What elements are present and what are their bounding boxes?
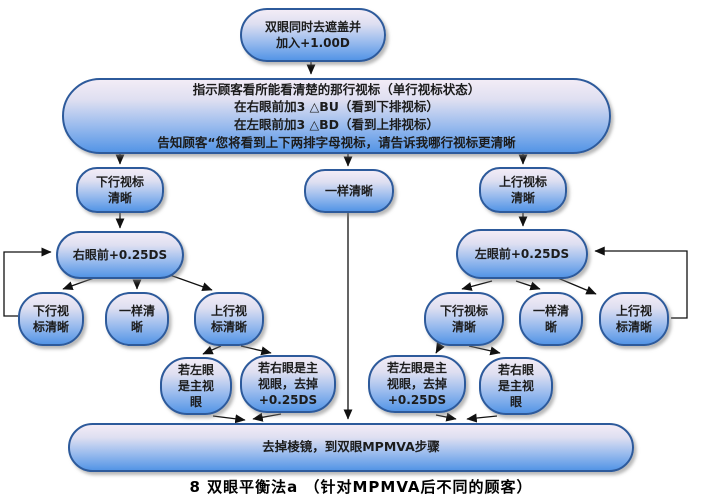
node-right-lower-clear: 下行视标 清晰 (424, 292, 504, 346)
node-right-if-left-dominant-label: 若左眼是主 视眼，去掉 +0.25DS (386, 360, 447, 408)
node-right-eye-add: 右眼前+0.25DS (56, 231, 184, 279)
node-final: 去掉棱镜，到双眼MPMVA步骤 (68, 423, 634, 472)
node-left-if-right-dominant: 若右眼是主 视眼，去掉 +0.25DS (240, 355, 336, 413)
node-final-label: 去掉棱镜，到双眼MPMVA步骤 (262, 439, 440, 455)
node-right-same-clear-label: 一样清 晰 (532, 303, 569, 334)
node-left-lower-clear-label: 下行视 标清晰 (32, 303, 69, 334)
node-left-same-clear-label: 一样清 晰 (118, 303, 155, 334)
node-upper-clear: 上行视标 清晰 (479, 167, 567, 213)
node-right-upper-clear: 上行视 标清晰 (599, 292, 669, 346)
node-left-eye-add-label: 左眼前+0.25DS (474, 246, 570, 261)
node-left-lower-clear: 下行视 标清晰 (18, 292, 84, 346)
node-left-eye-add: 左眼前+0.25DS (456, 229, 588, 279)
node-left-if-left-dominant: 若左眼 是主视 眼 (160, 357, 232, 415)
node-left-upper-clear-label: 上行视 标清晰 (210, 303, 247, 334)
node-left-upper-clear: 上行视 标清晰 (194, 292, 264, 346)
node-right-eye-add-label: 右眼前+0.25DS (72, 247, 168, 262)
node-same-clear-label: 一样清晰 (324, 183, 373, 198)
node-right-same-clear: 一样清 晰 (519, 292, 583, 346)
node-start: 双眼同时去遮盖并 加入+1.00D (240, 8, 386, 62)
node-upper-clear-label: 上行视标 清晰 (498, 174, 547, 205)
node-right-if-right-dominant-label: 若右眼 是主视 眼 (497, 362, 534, 410)
node-right-lower-clear-label: 下行视标 清晰 (439, 303, 488, 334)
figure-caption: 8 双眼平衡法a （针对MPMVA后不同的顾客） (189, 478, 533, 496)
node-instruction: 指示顾客看所能看清楚的那行视标（单行视标状态） 在右眼前加3 △BU（看到下排视… (62, 78, 611, 154)
node-lower-clear-label: 下行视标 清晰 (95, 174, 144, 205)
node-same-clear: 一样清晰 (304, 169, 394, 213)
node-start-label: 双眼同时去遮盖并 加入+1.00D (264, 19, 361, 50)
node-instruction-label: 指示顾客看所能看清楚的那行视标（单行视标状态） 在右眼前加3 △BU（看到下排视… (157, 81, 516, 150)
node-lower-clear: 下行视标 清晰 (76, 167, 164, 213)
node-right-if-left-dominant: 若左眼是主 视眼，去掉 +0.25DS (368, 355, 466, 413)
node-left-if-left-dominant-label: 若左眼 是主视 眼 (177, 362, 214, 410)
node-left-if-right-dominant-label: 若右眼是主 视眼，去掉 +0.25DS (257, 360, 318, 408)
node-right-if-right-dominant: 若右眼 是主视 眼 (479, 357, 553, 415)
node-left-same-clear: 一样清 晰 (105, 292, 169, 346)
node-right-upper-clear-label: 上行视 标清晰 (615, 303, 652, 334)
